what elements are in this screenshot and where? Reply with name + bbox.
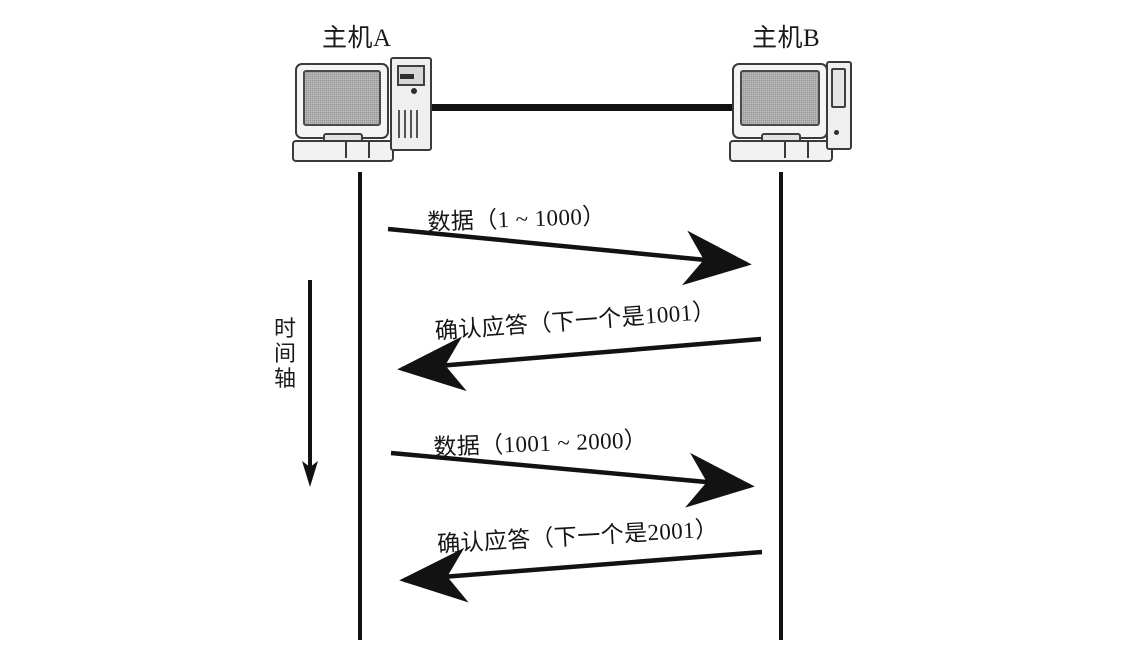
computer-a-illustration (290, 55, 440, 162)
keyboard-b-divider-1 (784, 141, 786, 158)
tower-a-vent-3 (410, 110, 412, 138)
tower-b-power-led (834, 130, 839, 135)
message-label-3: 数据（1001 ~ 2000） (433, 427, 648, 461)
time-axis-char-2: 间 (273, 341, 296, 366)
tower-a-vent-1 (398, 110, 400, 138)
monitor-b-base (729, 140, 833, 162)
keyboard-b-divider-2 (807, 141, 809, 158)
host-b-label: 主机B (752, 25, 821, 52)
tower-b-drive-bay (831, 68, 846, 108)
monitor-b-screen (740, 70, 820, 126)
monitor-a-screen (303, 70, 381, 126)
monitor-a-base (292, 140, 394, 162)
host-a-label: 主机A (322, 25, 392, 52)
lifeline-host-a (358, 172, 362, 640)
keyboard-a-divider-1 (345, 141, 347, 158)
message-label-1: 数据（1 ~ 1000） (427, 203, 607, 236)
message-label-4: 确认应答（下一个是2001） (436, 516, 720, 558)
tower-a-drive-slot (400, 74, 414, 79)
time-axis-label: 时 间 轴 (272, 316, 298, 391)
time-axis-arrow (302, 280, 318, 487)
tower-a-vent-2 (404, 110, 406, 138)
message-label-2: 确认应答（下一个是1001） (434, 298, 717, 345)
tower-a-vent-4 (416, 110, 418, 138)
time-axis-char-3: 轴 (273, 366, 296, 391)
computer-b-illustration (727, 58, 857, 162)
tower-a-power-led (411, 88, 417, 94)
network-cable (424, 104, 742, 111)
lifeline-host-b (779, 172, 783, 640)
time-axis-char-1: 时 (273, 316, 296, 341)
keyboard-a-divider-2 (368, 141, 370, 158)
